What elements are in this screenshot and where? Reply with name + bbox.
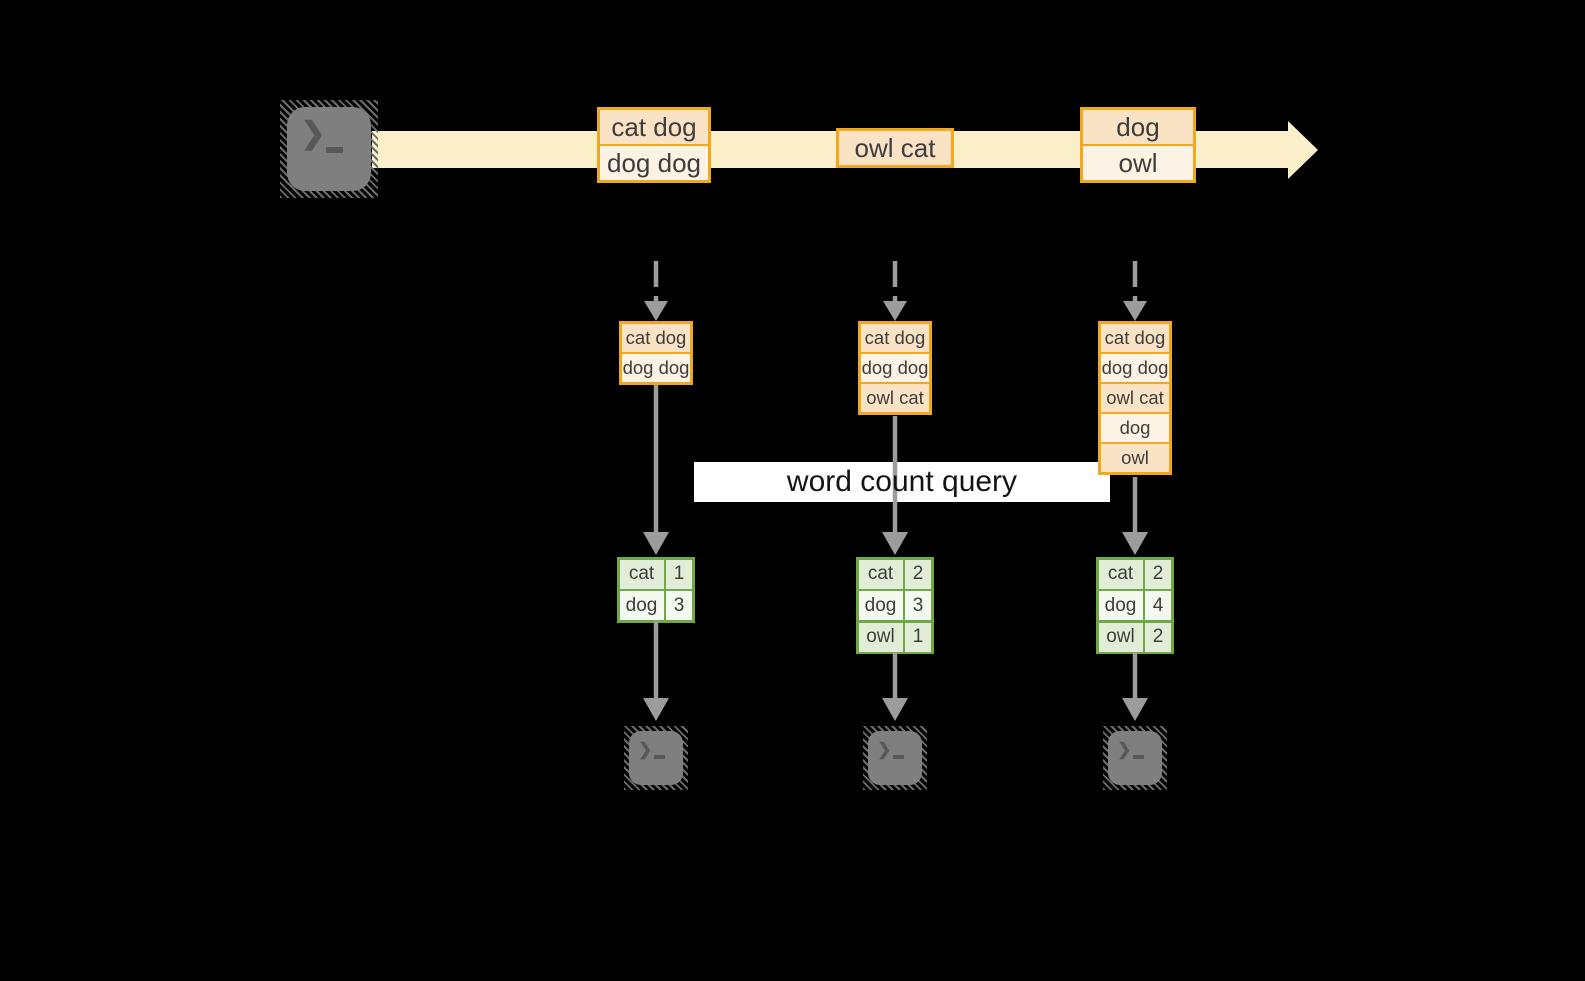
stream-record-row: owl: [1083, 144, 1193, 180]
count-value: 2: [905, 559, 931, 589]
output-arrows: [643, 621, 1148, 721]
count-word: cat: [1098, 559, 1143, 589]
terminal-icon: ❯: [1103, 726, 1167, 790]
state-row: cat dog: [622, 324, 690, 352]
count-value: 3: [666, 591, 692, 620]
stream-record-row: dog dog: [600, 144, 708, 180]
stream-record-row: owl cat: [839, 131, 951, 165]
arrowhead-icon: [1123, 301, 1147, 321]
count-word: dog: [1098, 591, 1143, 620]
terminal-prompt-icon: ❯: [877, 739, 892, 759]
terminal-cursor-icon: [893, 755, 905, 760]
stream-record: dog owl: [1080, 107, 1196, 183]
terminal-icon-body: ❯: [1108, 731, 1162, 785]
arrowhead-icon: [882, 698, 908, 721]
arrowhead-icon: [643, 698, 669, 721]
count-word: dog: [619, 591, 664, 620]
count-table: cat 1 dog 3: [617, 557, 695, 623]
stream-record-row: dog: [1083, 110, 1193, 144]
query-arrows: [643, 385, 1148, 555]
stream-arrowhead-icon: [1288, 121, 1318, 179]
state-stack: cat dog dog dog owl cat dog owl: [1098, 321, 1172, 475]
state-row: dog dog: [622, 352, 690, 382]
arrowhead-icon: [883, 301, 907, 321]
state-row: dog dog: [861, 352, 929, 382]
count-value: 2: [1145, 559, 1171, 589]
state-row: owl: [1101, 442, 1169, 472]
arrowhead-icon: [1122, 532, 1148, 555]
stream-record: owl cat: [836, 128, 954, 168]
state-row: owl cat: [861, 382, 929, 412]
count-word: dog: [858, 591, 903, 620]
count-word: owl: [1098, 622, 1143, 652]
state-stack: cat dog dog dog owl cat: [858, 321, 932, 415]
state-row: cat dog: [1101, 324, 1169, 352]
state-row: dog dog: [1101, 352, 1169, 382]
arrowhead-icon: [882, 532, 908, 555]
count-value: 1: [666, 559, 692, 589]
state-row: dog: [1101, 412, 1169, 442]
terminal-icon: ❯: [280, 100, 378, 198]
dashed-arrows: [644, 261, 1147, 321]
count-word: owl: [858, 622, 903, 652]
terminal-cursor-icon: [654, 755, 666, 760]
arrowhead-icon: [644, 301, 668, 321]
count-table: cat 2 dog 3 owl 1: [856, 557, 934, 654]
terminal-cursor-icon: [325, 147, 343, 154]
state-row: cat dog: [861, 324, 929, 352]
terminal-icon-body: ❯: [868, 731, 922, 785]
state-row: owl cat: [1101, 382, 1169, 412]
count-word: cat: [619, 559, 664, 589]
terminal-icon: ❯: [624, 726, 688, 790]
terminal-prompt-icon: ❯: [300, 116, 326, 150]
terminal-prompt-icon: ❯: [1117, 739, 1132, 759]
count-value: 4: [1145, 591, 1171, 620]
terminal-cursor-icon: [1133, 755, 1145, 760]
count-table: cat 2 dog 4 owl 2: [1096, 557, 1174, 654]
count-value: 1: [905, 622, 931, 652]
terminal-icon-body: ❯: [287, 107, 371, 191]
query-label-band: [694, 462, 1110, 502]
terminal-icon-body: ❯: [629, 731, 683, 785]
terminal-icon: ❯: [863, 726, 927, 790]
count-value: 3: [905, 591, 931, 620]
query-label: word count query: [786, 465, 1018, 498]
stream-record: cat dog dog dog: [597, 107, 711, 183]
arrowhead-icon: [643, 532, 669, 555]
stream-record-row: cat dog: [600, 110, 708, 144]
arrowhead-icon: [1122, 698, 1148, 721]
terminal-prompt-icon: ❯: [638, 739, 653, 759]
count-value: 2: [1145, 622, 1171, 652]
state-stack: cat dog dog dog: [619, 321, 693, 385]
count-word: cat: [858, 559, 903, 589]
